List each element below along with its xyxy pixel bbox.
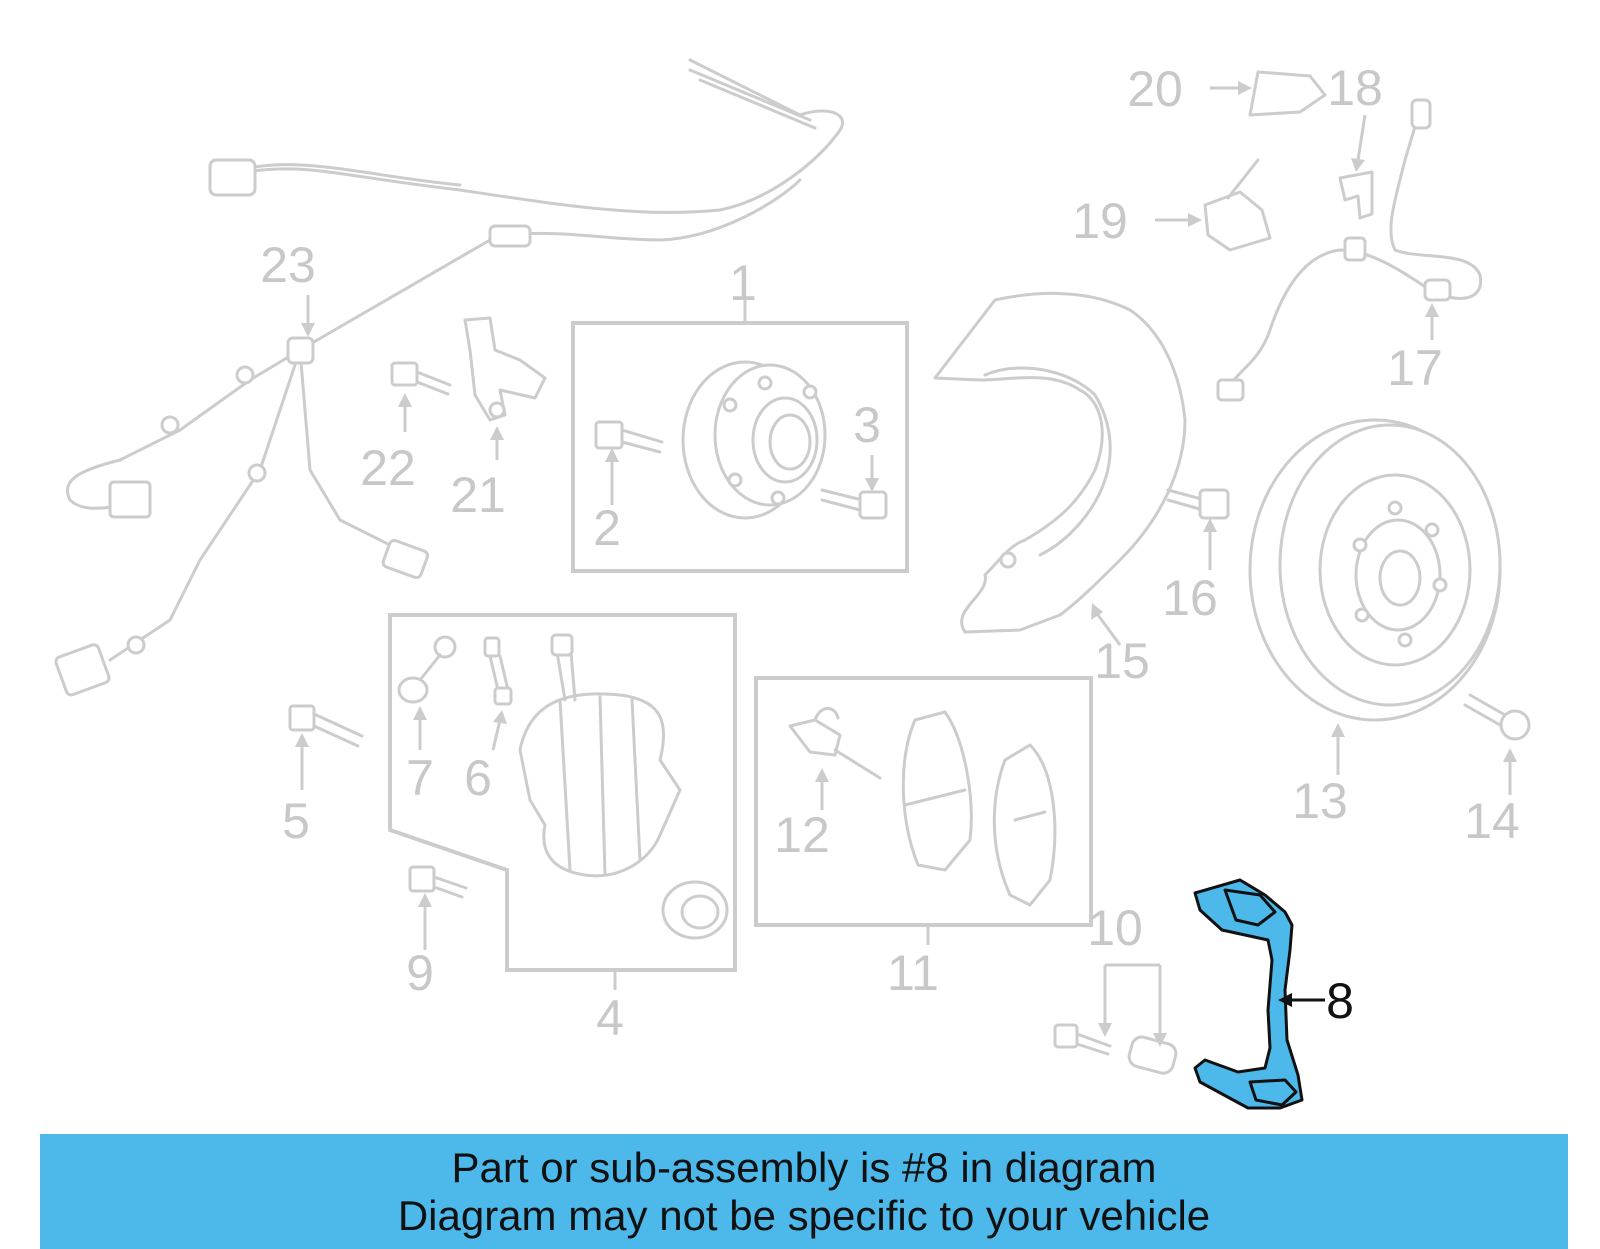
callout-21: 21 — [450, 467, 506, 523]
bracket-20 — [1248, 70, 1327, 117]
box-hub-assembly — [571, 321, 909, 573]
callout-arrow-8 — [1278, 993, 1325, 1007]
callout-22: 22 — [360, 440, 416, 496]
info-banner: Part or sub-assembly is #8 in diagram Di… — [40, 1134, 1568, 1249]
splash-shield — [933, 291, 1187, 634]
callout-2: 2 — [593, 500, 621, 556]
bolt-9 — [408, 865, 468, 899]
caliper-bracket-highlighted — [1193, 878, 1304, 1110]
bolt-3 — [820, 488, 888, 520]
callout-6: 6 — [464, 750, 492, 806]
callout-14: 14 — [1464, 793, 1520, 849]
bolt-5 — [288, 704, 364, 748]
callout-1: 1 — [729, 255, 757, 311]
callout-3: 3 — [853, 397, 881, 453]
brake-pad-inner — [901, 710, 973, 872]
piston-seal — [661, 880, 729, 940]
bolt-10 — [1053, 1023, 1112, 1056]
callout-5: 5 — [282, 793, 310, 849]
callout-9: 9 — [406, 945, 434, 1001]
brake-pad-outer — [992, 743, 1057, 907]
banner-line-2: Diagram may not be specific to your vehi… — [397, 1192, 1211, 1239]
bleeder-cap-7 — [397, 635, 457, 704]
callout-17: 17 — [1387, 340, 1443, 396]
wiring-harness — [54, 58, 844, 697]
callout-13: 13 — [1292, 773, 1348, 829]
abs-sensor-wire — [1216, 98, 1483, 402]
bolt-22 — [390, 361, 452, 396]
wear-sensor-12 — [788, 707, 882, 780]
callout-15: 15 — [1094, 633, 1150, 689]
brake-rotor — [1248, 418, 1502, 722]
guide-sleeve-10 — [1127, 1035, 1178, 1075]
banner-line-1: Part or sub-assembly is #8 in diagram — [451, 1144, 1157, 1191]
clip-18 — [1338, 170, 1374, 220]
box-caliper — [388, 613, 737, 972]
callout-11: 11 — [887, 945, 939, 1001]
bolt-2 — [594, 420, 664, 454]
callout-labels: 1 2 3 4 5 6 7 8 9 10 11 12 13 14 15 16 1… — [260, 60, 1520, 1046]
caliper — [518, 633, 682, 878]
bracket-19 — [1203, 158, 1272, 252]
box-brake-pads — [754, 676, 1093, 927]
sensor-21 — [463, 316, 547, 422]
wheel-hub — [681, 360, 827, 520]
callout-7: 7 — [406, 750, 434, 806]
screw-14 — [1463, 693, 1531, 741]
callout-10: 10 — [1087, 900, 1143, 956]
callout-4: 4 — [596, 990, 624, 1046]
callout-arrows — [295, 81, 1517, 1047]
callout-19: 19 — [1072, 193, 1128, 249]
callout-16: 16 — [1162, 570, 1218, 626]
bleeder-valve-6 — [483, 636, 513, 706]
bolt-16 — [1166, 488, 1230, 520]
callout-20: 20 — [1127, 61, 1183, 117]
callout-23: 23 — [260, 237, 316, 293]
callout-8: 8 — [1326, 973, 1354, 1029]
callout-12: 12 — [774, 807, 830, 863]
callout-18: 18 — [1327, 60, 1383, 116]
